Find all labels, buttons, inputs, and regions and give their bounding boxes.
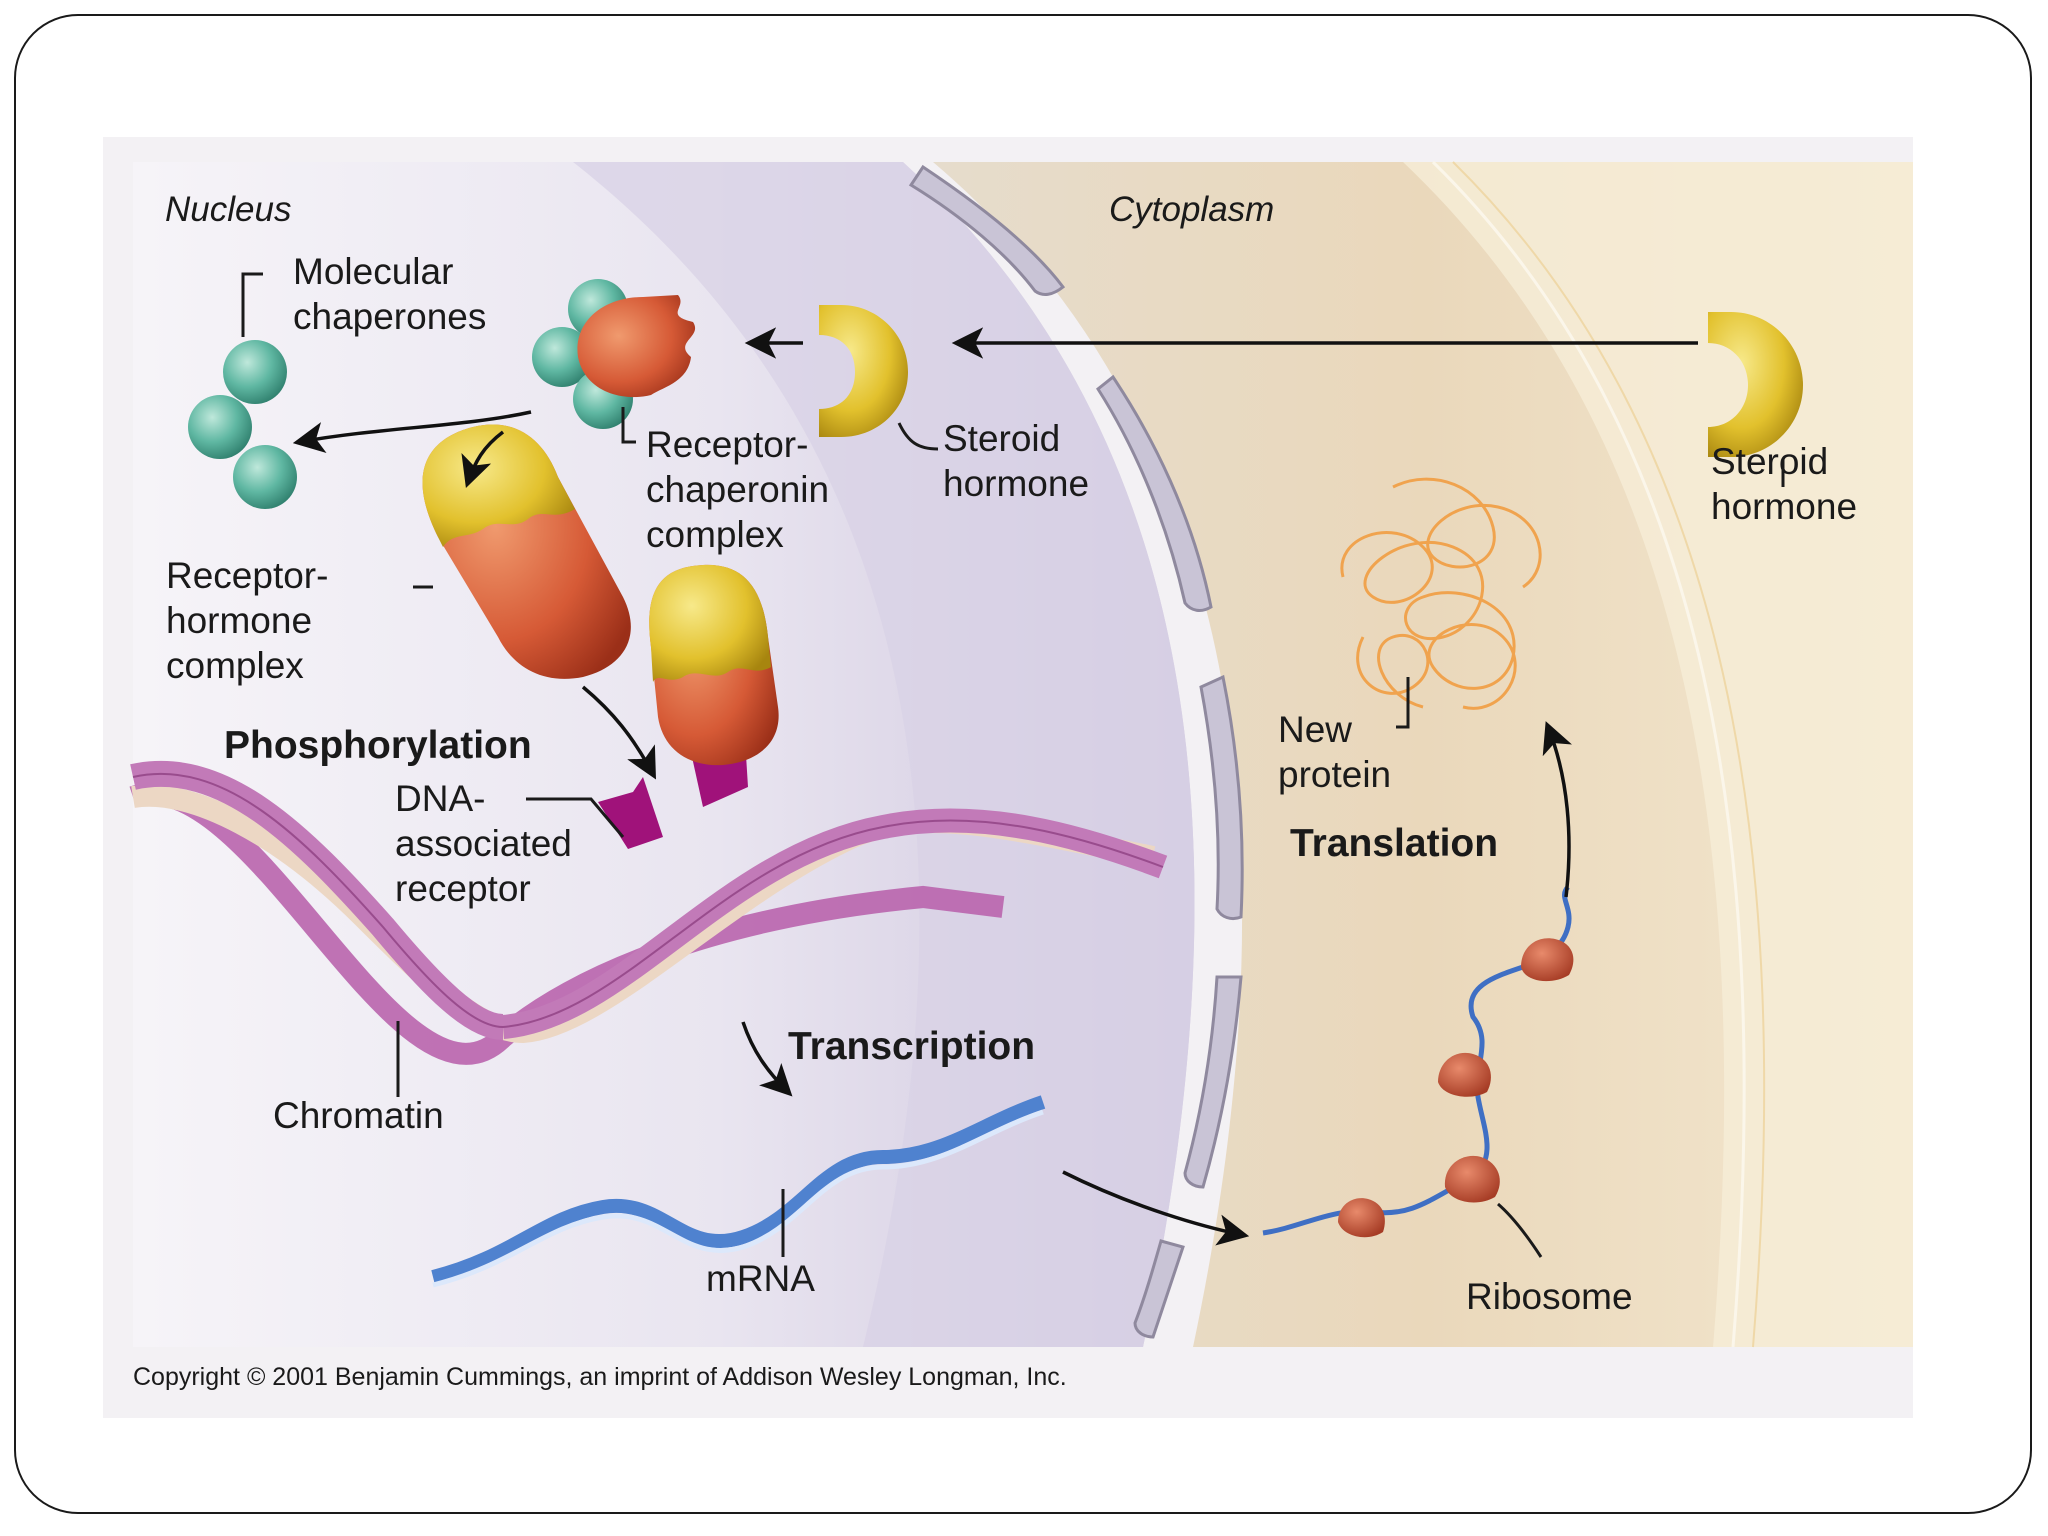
steroid-hormone-extracellular-label: Steroid hormone: [1711, 441, 1858, 527]
leader-lines: [241, 272, 1785, 1258]
new-protein-shape: [1340, 477, 1542, 710]
dna-bound-receptor-shape: [598, 564, 779, 849]
chromatin-strand-back: [129, 783, 1005, 1065]
transcription-label: Transcription: [788, 1025, 1036, 1068]
copyright-notice: Copyright © 2001 Benjamin Cummings, an i…: [133, 1363, 1067, 1391]
complex-release-arrow: [461, 430, 505, 488]
steroid-hormone-label: Steroid hormone: [943, 418, 1090, 504]
mrna-label: mRNA: [706, 1258, 815, 1299]
steroid-hormone-molecule-extracellular: [1708, 312, 1803, 457]
ribosome-label: Ribosome: [1466, 1276, 1633, 1317]
process-arrows: [292, 327, 1698, 1246]
molecular-chaperones-label: Molecular chaperones: [293, 251, 487, 337]
ribosome-cluster: [1338, 938, 1574, 1238]
diagram-artwork: [103, 137, 1913, 1418]
ribosome-shape: [1338, 1198, 1385, 1238]
ribosome-shape: [1521, 938, 1574, 982]
receptor-chaperonin-complex-shape: [532, 279, 696, 429]
phosphorylation-label: Phosphorylation: [224, 724, 532, 767]
dna-associated-receptor-domain: [598, 777, 663, 849]
chaperone-ball: [188, 395, 252, 459]
translation-label: Translation: [1290, 822, 1499, 865]
steroid-hormone-molecule: [819, 305, 908, 437]
receptor-hormone-complex-shape: [422, 424, 631, 679]
chaperone-ball: [233, 445, 297, 509]
steroid-hormone-action-diagram: Nucleus Cytoplasm Molecular chaperones R…: [103, 137, 1913, 1418]
receptor-chaperonin-complex-label: Receptor- chaperonin complex: [646, 424, 830, 555]
chaperone-release-arrow: [292, 410, 532, 454]
dna-associated-receptor-label: DNA- associated receptor: [395, 778, 572, 909]
ribosome-shape: [1444, 1155, 1500, 1203]
nucleus-label: Nucleus: [165, 190, 292, 229]
translation-arrow: [1542, 721, 1572, 898]
nuclear-envelope: [908, 164, 1244, 1339]
chromatin-label: Chromatin: [273, 1095, 444, 1136]
new-protein-label: New protein: [1278, 709, 1392, 795]
mrna-strand: [431, 1095, 1046, 1284]
transcription-arrow: [741, 1021, 793, 1097]
chaperone-ball: [223, 340, 287, 404]
cytoplasm-label: Cytoplasm: [1109, 190, 1275, 229]
ribosome-shape: [1438, 1052, 1491, 1097]
receptor-hormone-complex-label: Receptor- hormone complex: [166, 555, 329, 686]
molecular-chaperones-group: [188, 340, 297, 509]
phosphorylation-arrow: [581, 685, 656, 780]
mrna-export-arrow: [1062, 1170, 1250, 1246]
